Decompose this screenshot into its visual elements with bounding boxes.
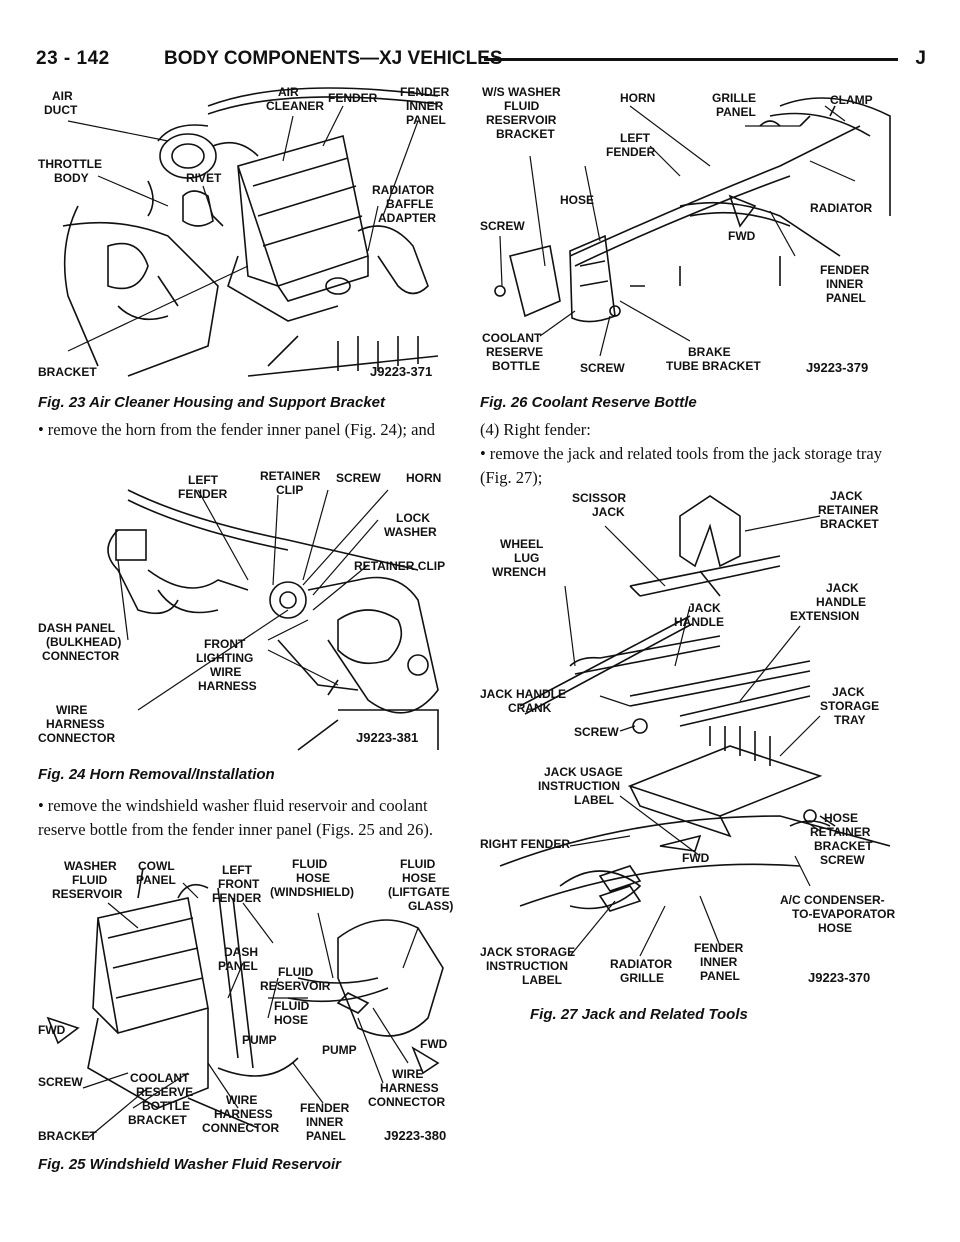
paragraph-washer: •remove the windshield washer fluid rese…	[38, 796, 433, 839]
label-horn: HORN	[406, 471, 441, 485]
label-pump-1: PUMP	[242, 1033, 277, 1047]
label-screw: SCREW	[480, 219, 525, 233]
label-screw: SCREW	[336, 471, 381, 485]
label-pump-2: PUMP	[322, 1043, 357, 1057]
label-fwd: FWD	[728, 229, 756, 243]
label-screw: SCREW	[574, 725, 619, 739]
figure-25-caption: Fig. 25 Windshield Washer Fluid Reservoi…	[38, 1156, 341, 1173]
figure-26-caption: Fig. 26 Coolant Reserve Bottle	[480, 394, 697, 411]
label-bracket: BRACKET	[38, 365, 97, 379]
label-fwd-left: FWD	[38, 1023, 66, 1037]
figure-25-code: J9223-380	[384, 1128, 446, 1143]
figure-24-caption: Fig. 24 Horn Removal/Installation	[38, 766, 275, 783]
label-fwd: FWD	[682, 851, 710, 865]
label-radiator: RADIATOR	[810, 201, 873, 215]
paragraph-horn: •remove the horn from the fender inner p…	[38, 420, 435, 439]
figure-23-caption: Fig. 23 Air Cleaner Housing and Support …	[38, 394, 386, 411]
header-rule	[484, 58, 898, 61]
page-header: 23 - 142 BODY COMPONENTS—XJ VEHICLES J	[36, 44, 926, 74]
label-right-fender: RIGHT FENDER	[480, 837, 570, 851]
label-screw: SCREW	[38, 1075, 83, 1089]
figure-27-caption: Fig. 27 Jack and Related Tools	[530, 1006, 748, 1023]
label-clamp: CLAMP	[830, 93, 873, 107]
figure-23-code: J9223-371	[370, 364, 432, 379]
figure-24-code: J9223-381	[356, 730, 418, 745]
label-fender: FENDER	[328, 91, 378, 105]
paragraph-jack: •remove the jack and related tools from …	[480, 444, 882, 487]
header-marker: J	[915, 48, 926, 69]
paragraph-right-fender: (4) Right fender:	[480, 420, 591, 439]
label-horn: HORN	[620, 91, 655, 105]
label-rivet: RIVET	[186, 171, 222, 185]
label-dash-panel-connector: DASH PANEL(BULKHEAD)CONNECTOR	[38, 621, 121, 663]
label-screw-2: SCREW	[580, 361, 625, 375]
label-retainer-clip-2: RETAINER CLIP	[354, 559, 445, 573]
label-hose: HOSE	[560, 193, 594, 207]
figure-26-code: J9223-379	[806, 360, 868, 375]
page-number: 23 - 142	[36, 48, 110, 69]
section-title: BODY COMPONENTS—XJ VEHICLES	[164, 48, 503, 69]
figure-27-code: J9223-370	[808, 970, 870, 985]
label-fwd-right: FWD	[420, 1037, 448, 1051]
label-bracket: BRACKET	[38, 1129, 97, 1143]
